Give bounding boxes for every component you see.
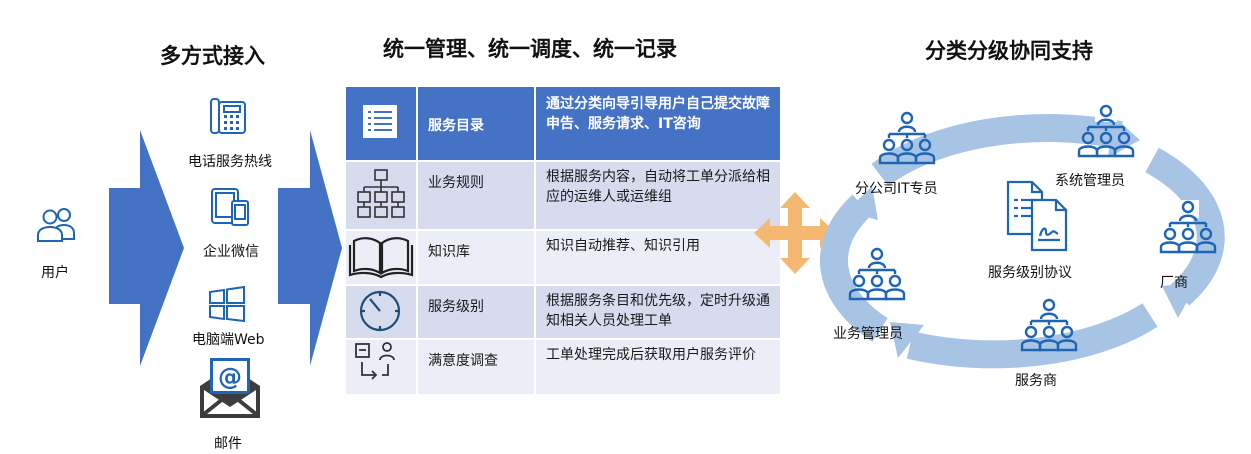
table-row-desc: 工单处理完成后获取用户服务评价 <box>535 339 780 396</box>
table-row-name: 满意度调查 <box>417 339 536 396</box>
four-way-arrow-icon <box>752 190 838 280</box>
phone-icon <box>207 96 249 142</box>
svg-text:@: @ <box>218 363 242 391</box>
role-label-sys-admin: 系统管理员 <box>1055 173 1125 189</box>
flow-arrow-1 <box>109 130 184 366</box>
support-title: 分类分级协同支持 <box>925 39 1093 63</box>
sla-label: 服务级别协议 <box>988 265 1072 281</box>
book-icon <box>348 237 414 279</box>
role-label-biz-admin: 业务管理员 <box>833 326 903 342</box>
timer-icon <box>359 290 401 332</box>
list-icon <box>363 105 397 138</box>
flow-arrow-2 <box>278 130 342 366</box>
table-header-row: 服务目录 通过分类向导引导用户自己提交故障申告、服务请求、IT咨询 <box>346 87 780 162</box>
org-chart-icon <box>357 169 405 218</box>
table-row-desc: 根据服务条目和优先级，定时升级通知相关人员处理工单 <box>535 285 780 340</box>
table-row-name: 知识库 <box>417 230 536 286</box>
table-row-icon-cell <box>346 339 418 396</box>
table-header-name: 服务目录 <box>417 87 536 162</box>
table-row: 服务级别 根据服务条目和优先级，定时升级通知相关人员处理工单 <box>346 285 780 340</box>
role-label-branch-it: 分公司IT专员 <box>855 181 938 197</box>
table-row: 知识库 知识自动推荐、知识引用 <box>346 230 780 286</box>
table-row-icon-cell <box>346 161 418 231</box>
team-icon-service-provider <box>1020 296 1078 352</box>
table-row-desc: 知识自动推荐、知识引用 <box>535 230 780 286</box>
channel-web-label: 电脑端Web <box>192 332 265 348</box>
table-row-name: 服务级别 <box>417 285 536 340</box>
table-row: 满意度调查 工单处理完成后获取用户服务评价 <box>346 339 780 396</box>
survey-icon <box>355 342 395 380</box>
devices-icon <box>210 187 252 231</box>
role-label-service-provider: 服务商 <box>1015 373 1057 389</box>
table-row-icon-cell <box>346 285 418 340</box>
access-title: 多方式接入 <box>160 44 265 68</box>
channel-phone-label: 电话服务热线 <box>188 154 272 170</box>
table-row-name: 业务规则 <box>417 161 536 231</box>
manage-title: 统一管理、统一调度、统一记录 <box>383 37 677 61</box>
table-row-desc: 根据服务内容，自动将工单分派给相应的运维人或运维组 <box>535 161 780 231</box>
team-icon-vendor <box>1159 198 1217 254</box>
mail-icon: @ <box>194 352 266 428</box>
table-row-icon-cell <box>346 230 418 286</box>
windows-icon <box>208 285 246 326</box>
table-header-icon-cell <box>346 87 418 162</box>
table-header-desc: 通过分类向导引导用户自己提交故障申告、服务请求、IT咨询 <box>535 87 780 162</box>
team-icon-sys-admin <box>1077 102 1135 158</box>
team-icon-biz-admin <box>848 245 906 301</box>
user-icon <box>34 205 80 247</box>
channel-mail-label: 邮件 <box>214 436 242 452</box>
channel-wechat-label: 企业微信 <box>203 244 259 260</box>
table-row: 业务规则 根据服务内容，自动将工单分派给相应的运维人或运维组 <box>346 161 780 231</box>
team-icon-branch-it <box>878 109 936 165</box>
agreement-icon <box>1004 180 1070 256</box>
role-label-vendor: 厂商 <box>1160 275 1188 291</box>
service-table: 服务目录 通过分类向导引导用户自己提交故障申告、服务请求、IT咨询 业务规则 根… <box>346 87 780 396</box>
user-label: 用户 <box>41 265 69 281</box>
